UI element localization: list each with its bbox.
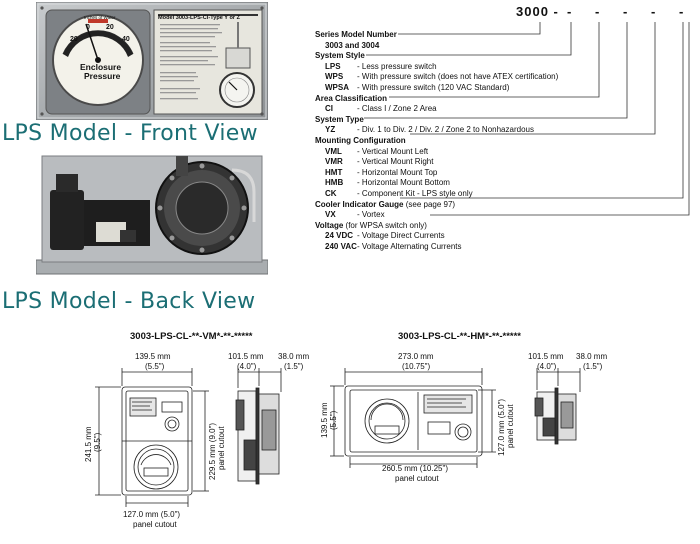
legend-row: CI - Class I / Zone 2 Area: [315, 104, 558, 115]
gauge-label-pressure: Pressure: [84, 71, 121, 81]
back-view-caption: LPS Model - Back View: [2, 289, 256, 314]
back-view-photo: [36, 152, 268, 278]
legend-code: 24 VDC: [325, 231, 354, 241]
legend-desc: - Vortex: [357, 210, 385, 220]
legend-code: VX: [325, 210, 336, 220]
legend-desc: - With pressure switch (does not have AT…: [357, 72, 559, 82]
legend-row: HMB - Horizontal Mount Bottom: [315, 178, 558, 189]
legend-row: VML - Vertical Mount Left: [315, 147, 558, 158]
legend-code: WPS: [325, 72, 344, 82]
series-heading: Series Model Number: [315, 30, 397, 39]
legend-desc: - Component Kit - LPS style only: [357, 188, 473, 198]
hm-side-mm: 38.0 mm: [576, 352, 608, 361]
gauge-label-enclosure: Enclosure: [80, 62, 122, 72]
gauge-tick-2: 0: [86, 24, 90, 31]
gauge-tick-4: 40: [122, 36, 130, 43]
area-heading: Area Classification: [315, 93, 388, 103]
legend-row: CK - Component Kit - LPS style only: [315, 189, 558, 200]
vm-cutout-h-label: panel cutout: [217, 426, 226, 470]
legend-row: WPSA - With pressure switch (120 VAC Stan…: [315, 83, 558, 94]
legend-code: VML: [325, 146, 342, 156]
legend-row: 240 VAC- Voltage Alternating Currents: [315, 242, 558, 253]
vm-cutout-h: 229.5 mm (9.0"): [208, 422, 217, 480]
legend-code: 240 VAC: [325, 241, 357, 251]
voltage-note: (for WPSA switch only): [345, 220, 427, 230]
hm-cutout-h: 127.0 mm (5.0"): [497, 398, 506, 456]
legend-row: WPS - With pressure switch (does not have…: [315, 72, 558, 83]
vm-cutout-w-label: panel cutout: [133, 520, 177, 529]
vm-depth-in: (4.0"): [237, 362, 257, 371]
hm-depth-mm: 101.5 mm: [528, 352, 564, 361]
vertical-drawing-title: 3003-LPS-CL-**-VM*-**-*****: [130, 331, 253, 342]
legend-row: HMT - Horizontal Mount Top: [315, 168, 558, 179]
hm-cutout-h-label: panel cutout: [506, 404, 515, 448]
system-style-heading: System Style: [315, 51, 365, 61]
legend-desc: - Voltage Alternating Currents: [357, 241, 462, 251]
model-number-prefix: 3000 -: [516, 4, 559, 19]
model-dash-4: -: [651, 4, 656, 19]
legend-row: VMR - Vertical Mount Right: [315, 157, 558, 168]
hm-side-in: (1.5"): [583, 362, 603, 371]
vm-height-mm: 241.5 mm: [84, 426, 93, 462]
model-dash-3: -: [623, 4, 628, 19]
front-view-caption: LPS Model - Front View: [2, 121, 258, 146]
legend-code: HMT: [325, 167, 343, 177]
legend-desc: - With pressure switch (120 VAC Standard…: [357, 82, 510, 92]
front-view-illustration: [36, 2, 268, 120]
legend-desc: - Vertical Mount Right: [357, 157, 434, 167]
hm-height-in: (5.5"): [329, 410, 338, 430]
system-type-heading: System Type: [315, 114, 364, 124]
legend-code: CK: [325, 188, 337, 198]
model-code-legend: Series Model Number 3003 and 3004 System…: [315, 30, 558, 252]
plate-title: Model 3003-LPS-CI-Type Y or Z: [158, 15, 241, 21]
legend-code: CI: [325, 104, 333, 114]
legend-desc: - Less pressure switch: [357, 61, 437, 71]
mounting-heading: Mounting Configuration: [315, 135, 406, 145]
legend-desc: - Vertical Mount Left: [357, 146, 429, 156]
legend-row: 24 VDC- Voltage Direct Currents: [315, 231, 558, 242]
legend-desc: - Horizontal Mount Bottom: [357, 178, 450, 188]
cooler-heading: Cooler Indicator Gauge: [315, 199, 404, 209]
legend-desc: - Class I / Zone 2 Area: [357, 104, 437, 114]
vm-height-in: (9.5"): [93, 432, 102, 452]
vm-side-in: (1.5"): [284, 362, 304, 371]
model-dash-2: -: [595, 4, 600, 19]
legend-desc: - Horizontal Mount Top: [357, 167, 438, 177]
hm-height-mm: 139.5 mm: [320, 402, 329, 438]
legend-row: YZ - Div. 1 to Div. 2 / Div. 2 / Zone 2 t…: [315, 125, 558, 136]
legend-row: VX - Vortex: [315, 210, 558, 221]
hm-cutout-w-label: panel cutout: [395, 474, 439, 483]
legend-code: VMR: [325, 157, 343, 167]
hm-width-in: (10.75"): [402, 362, 431, 371]
gauge-tick-1: 20: [70, 36, 78, 43]
gauge-tick-3: 20: [106, 24, 114, 31]
legend-code: LPS: [325, 61, 341, 71]
voltage-heading: Voltage: [315, 220, 344, 230]
vm-side-mm: 38.0 mm: [278, 352, 310, 361]
vm-depth-mm: 101.5 mm: [228, 352, 264, 361]
vm-width-mm: 139.5 mm: [135, 352, 171, 361]
series-values: 3003 and 3004: [325, 40, 380, 50]
model-dash-1: -: [567, 4, 572, 19]
cooler-note: (see page 97): [405, 199, 456, 209]
hm-width-mm: 273.0 mm: [398, 352, 434, 361]
legend-desc: - Voltage Direct Currents: [357, 231, 445, 241]
legend-desc: - Div. 1 to Div. 2 / Div. 2 / Zone 2 to …: [357, 125, 534, 135]
model-dash-5: -: [679, 4, 684, 19]
back-view-illustration: [36, 152, 268, 278]
hm-depth-in: (4.0"): [537, 362, 557, 371]
legend-code: HMB: [325, 178, 344, 188]
gauge-top-label: Inches of Water: [84, 15, 116, 20]
legend-code: WPSA: [325, 82, 349, 92]
front-view-photo: Model 3003-LPS-CI-Type Y or Z Inches of …: [36, 2, 268, 120]
horizontal-drawing-title: 3003-LPS-CL-**-HM*-**-*****: [398, 331, 521, 342]
vm-width-in: (5.5"): [145, 362, 165, 371]
vm-cutout-w: 127.0 mm (5.0"): [123, 510, 181, 519]
legend-code: YZ: [325, 125, 336, 135]
hm-cutout-w: 260.5 mm (10.25"): [382, 464, 448, 473]
legend-row: LPS - Less pressure switch: [315, 62, 558, 73]
